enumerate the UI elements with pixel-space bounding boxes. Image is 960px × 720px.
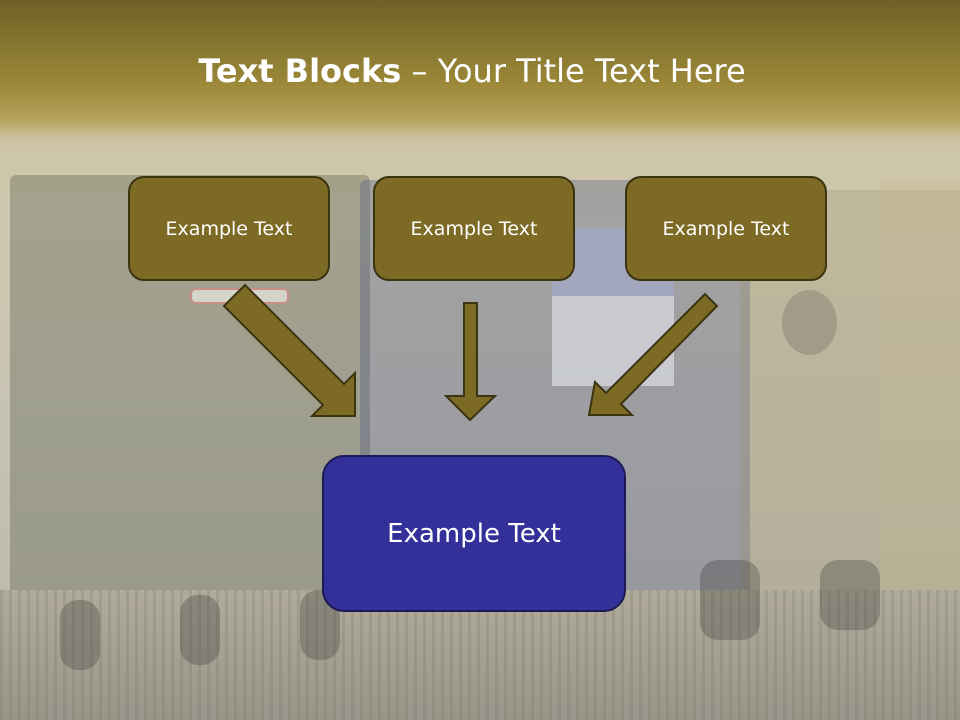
text-block-top-right[interactable]: Example Text	[625, 176, 827, 281]
text-block-top-left[interactable]: Example Text	[128, 176, 330, 281]
text-block-top-center[interactable]: Example Text	[373, 176, 575, 281]
text-block-label: Example Text	[662, 217, 790, 240]
arrow-center-down[interactable]	[443, 302, 498, 422]
arrow-right-diagonal[interactable]	[587, 292, 719, 416]
bin-handle	[782, 290, 837, 355]
title-bar	[0, 0, 960, 140]
title-bold-part: Text Blocks	[198, 52, 402, 90]
text-block-label: Example Text	[165, 217, 293, 240]
wheel	[60, 600, 100, 670]
text-block-main-label: Example Text	[387, 518, 561, 549]
title-rest-part: Your Title Text Here	[437, 52, 746, 90]
text-block-main[interactable]: Example Text	[322, 455, 626, 612]
wheel	[180, 595, 220, 665]
wheel	[700, 560, 760, 640]
wheel	[820, 560, 880, 630]
text-block-label: Example Text	[410, 217, 538, 240]
bin-far-right	[880, 180, 960, 630]
slide-title[interactable]: Text Blocks – Your Title Text Here	[0, 52, 944, 90]
arrow-left-diagonal[interactable]	[222, 283, 356, 417]
title-dash: –	[401, 52, 438, 90]
